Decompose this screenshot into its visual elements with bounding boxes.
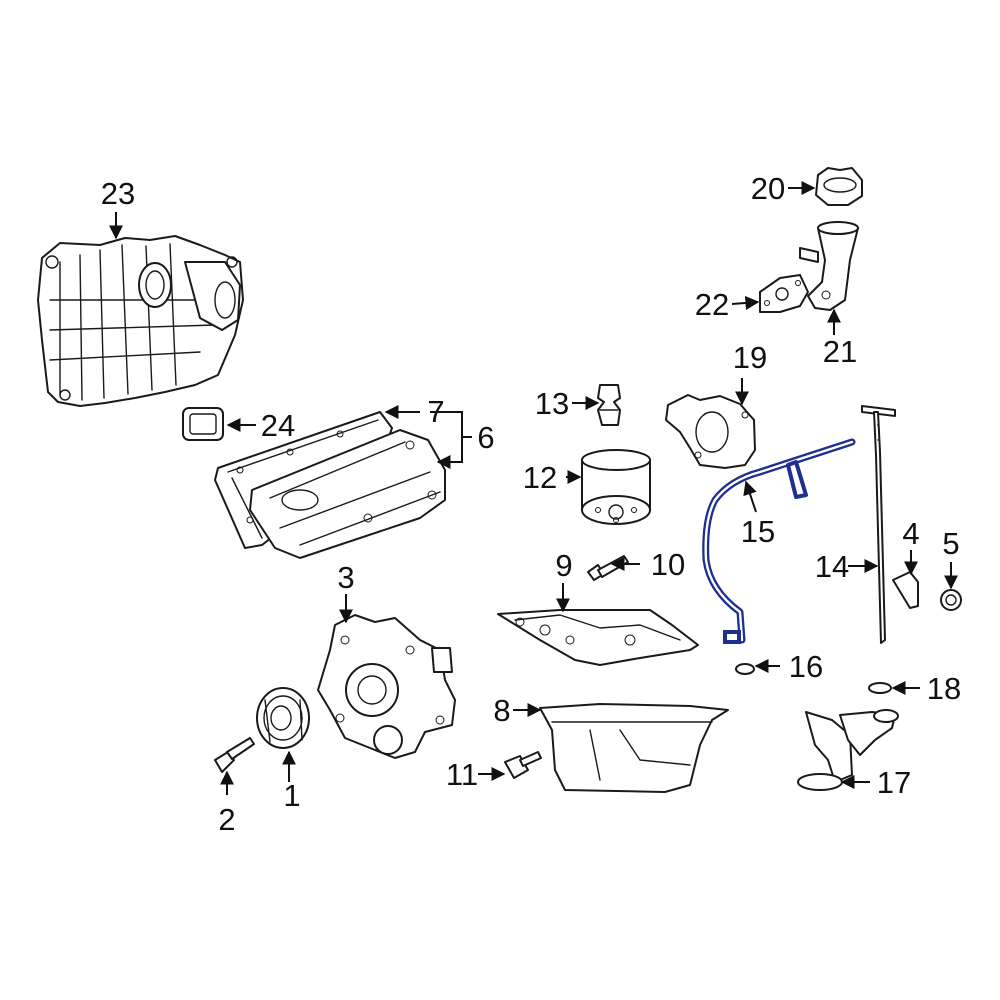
timing-cover[interactable] <box>317 614 456 759</box>
pickup-o-ring[interactable] <box>868 682 892 694</box>
oil-filler-cap[interactable] <box>815 167 863 206</box>
callout-6: 6 <box>477 420 494 455</box>
callout-20: 20 <box>751 171 785 206</box>
callout-14: 14 <box>815 549 849 584</box>
windage-tray[interactable] <box>497 609 699 666</box>
callout-16: 16 <box>789 649 823 684</box>
dipstick[interactable] <box>861 405 896 644</box>
callout-19: 19 <box>733 340 767 375</box>
dipstick-seal[interactable] <box>940 589 962 611</box>
callout-4: 4 <box>902 516 919 551</box>
callout-24: 24 <box>261 408 295 443</box>
intake-manifold[interactable] <box>37 235 244 407</box>
callout-23: 23 <box>101 176 135 211</box>
callout-18: 18 <box>927 671 961 706</box>
callout-21: 21 <box>823 334 857 369</box>
callout-9: 9 <box>555 548 572 583</box>
oil-filler-tube[interactable] <box>799 221 859 311</box>
oil-pan[interactable] <box>539 703 729 793</box>
oil-sensor[interactable] <box>597 384 621 426</box>
intake-gasket[interactable] <box>182 407 224 441</box>
callout-8: 8 <box>493 693 510 728</box>
callout-15: 15 <box>741 514 775 549</box>
callout-22: 22 <box>695 287 729 322</box>
valve-cover[interactable] <box>249 429 446 559</box>
drain-plug[interactable] <box>504 751 542 779</box>
callout-12: 12 <box>523 460 557 495</box>
callout-5: 5 <box>942 526 959 561</box>
callout-2: 2 <box>218 802 235 837</box>
damper-pulley[interactable] <box>256 687 310 749</box>
callout-11: 11 <box>446 757 478 792</box>
callout-1: 1 <box>283 778 300 813</box>
callout-13: 13 <box>535 386 569 421</box>
damper-bolt[interactable] <box>214 737 255 773</box>
filler-tube-gasket[interactable] <box>759 274 809 313</box>
callout-10: 10 <box>651 547 685 582</box>
callout-3: 3 <box>337 560 354 595</box>
filter-adapter[interactable] <box>665 394 756 469</box>
windage-bolt[interactable] <box>587 555 629 581</box>
dipstick-guide[interactable] <box>892 571 919 609</box>
callout-17: 17 <box>877 765 911 800</box>
tube-o-ring[interactable] <box>735 663 755 675</box>
oil-filter[interactable] <box>581 449 651 525</box>
callout-7: 7 <box>427 394 444 429</box>
dipstick-tube[interactable] <box>702 438 856 644</box>
oil-pickup-tube[interactable] <box>797 709 899 791</box>
callout-labels: 1 2 3 4 5 6 7 8 9 10 11 12 13 14 15 16 1… <box>101 171 961 837</box>
leader-lines <box>109 181 958 795</box>
